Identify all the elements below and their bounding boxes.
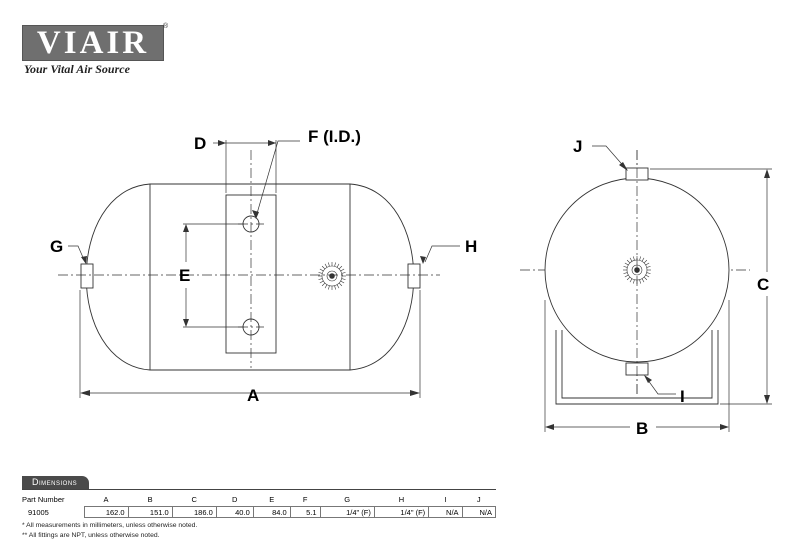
note-fittings: ** All fittings are NPT, unless otherwis… (22, 532, 160, 539)
table-cell: 162.0 (83, 506, 129, 518)
dimensions-table: Part Number A B C D E F G H I J 91005 16… (22, 494, 497, 518)
logo-wordmark: VIAIR (22, 25, 164, 61)
table-cell: 5.1 (289, 506, 321, 518)
label-e: E (179, 266, 190, 285)
table-cell: 186.0 (171, 506, 217, 518)
label-a: A (247, 386, 259, 405)
table-cell: 1/4" (F) (373, 506, 430, 518)
column-header: G (344, 495, 351, 504)
registered-mark: ® (163, 23, 169, 30)
label-j: J (573, 137, 582, 156)
drain-valve-side-teeth (318, 262, 346, 290)
drain-valve-side (321, 265, 343, 287)
label-i: I (680, 387, 685, 406)
label-d: D (194, 134, 206, 153)
table-cell: 151.0 (127, 506, 173, 518)
column-header: J (476, 495, 481, 504)
viair-logo: VIAIR ® Your Vital Air Source (22, 23, 169, 77)
table-cell: 1/4" (F) (319, 506, 375, 518)
column-header: E (269, 495, 275, 504)
dimensions-heading: Dimensions (22, 476, 90, 489)
note-measurements: * All measurements in millimeters, unles… (22, 522, 198, 529)
label-c: C (757, 275, 769, 294)
column-header: C (191, 495, 197, 504)
port-h (407, 263, 421, 289)
label-g: G (50, 237, 63, 256)
column-header: A (103, 495, 109, 504)
column-header: Part Number (22, 495, 65, 505)
logo-tagline: Your Vital Air Source (24, 62, 130, 76)
table-cell: 84.0 (252, 506, 291, 518)
dimensions-rule (22, 489, 496, 490)
end-view-stand (555, 330, 719, 405)
column-header: D (232, 495, 238, 504)
label-f: F (I.D.) (308, 127, 361, 146)
table-cell: 40.0 (215, 506, 254, 518)
label-b: B (636, 419, 648, 438)
tank-side-outline (85, 183, 415, 371)
table-row: 91005 162.0 151.0 186.0 40.0 84.0 5.1 1/… (22, 506, 497, 518)
table-cell: N/A (461, 506, 497, 518)
port-g (80, 263, 94, 289)
part-number-cell: 91005 (28, 507, 49, 517)
column-header: F (302, 495, 308, 504)
column-header: B (147, 495, 153, 504)
table-header-row: Part Number A B C D E F G H I J (22, 494, 496, 507)
drain-valve-end-teeth (623, 256, 651, 284)
label-h: H (465, 237, 477, 256)
table-cell: N/A (428, 506, 463, 518)
column-header: H (398, 495, 405, 504)
column-header: I (444, 495, 447, 504)
